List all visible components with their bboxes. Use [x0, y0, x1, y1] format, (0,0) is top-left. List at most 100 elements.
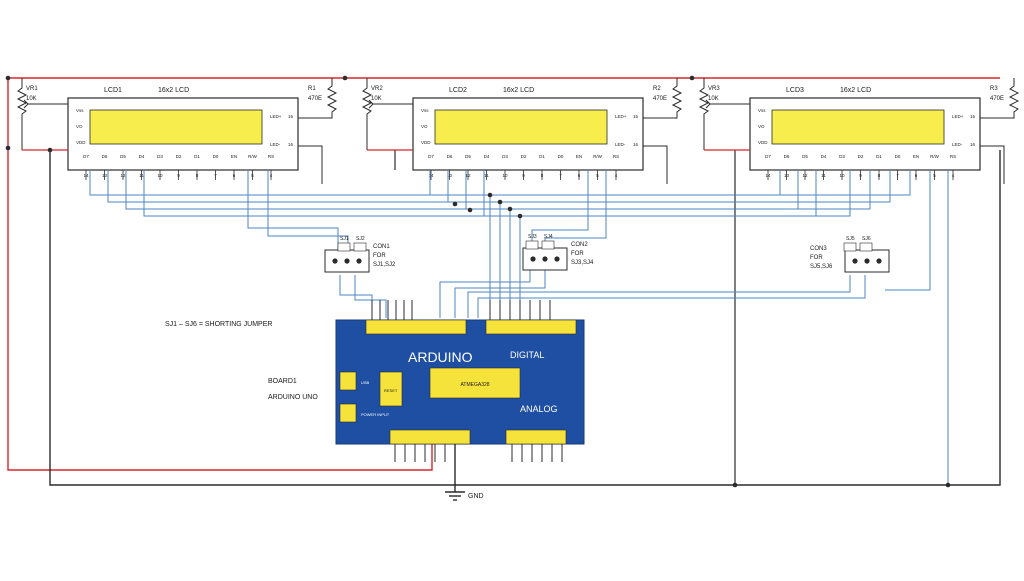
resistor-label: R1 — [308, 86, 316, 92]
lcd-bottom-pin-8: EN — [913, 154, 919, 159]
lcd-side-pin-2: VDD — [76, 140, 86, 145]
lcd-bottom-pin-7: D0 — [213, 154, 219, 159]
lcd-bottom-pin-3: D4 — [821, 154, 827, 159]
lcd-side-pin-1: VO — [76, 124, 83, 129]
lcd-bottom-pin-9: R/W — [930, 154, 940, 159]
lcd-bottom-pin-10: RS — [950, 154, 956, 159]
lcd-side-pin-2: VDD — [421, 140, 431, 145]
lcd-bottom-pin-1: D6 — [447, 154, 453, 159]
lcd-side-pin-1: VO — [421, 124, 428, 129]
lcd-right-pin-1: LED- — [952, 142, 963, 147]
pot-zigzag — [698, 78, 710, 150]
lcd-right-num-1: 16 — [288, 142, 294, 147]
resistor-r3: R3 470E — [980, 78, 1020, 184]
connector-pin — [554, 256, 560, 262]
resistor-label: R3 — [990, 86, 998, 92]
lcd-id-label: LCD3 — [786, 87, 804, 94]
lcd-right-num-1: 16 — [970, 142, 976, 147]
led-minus-wire — [980, 145, 1005, 184]
power-header — [389, 429, 471, 445]
connector-desc-for: FOR — [810, 255, 823, 261]
connector-desc-jumpers: SJ3,SJ4 — [571, 260, 594, 266]
lcd-bottom-pin-5: D2 — [176, 154, 182, 159]
lcd-bottom-pin-0: D7 — [765, 154, 771, 159]
jumper-sj3 — [525, 240, 539, 250]
lcd-bottom-pin-9: R/W — [248, 154, 258, 159]
board-title: ARDUINO — [408, 349, 473, 365]
lcd-bottom-pin-4: D3 — [839, 154, 845, 159]
connector-name: CON3 — [810, 246, 827, 252]
digital-label: DIGITAL — [510, 350, 544, 360]
lcd-side-pin-1: VO — [758, 124, 765, 129]
lcd-bottom-pin-7: D0 — [895, 154, 901, 159]
connector-pin — [344, 258, 350, 264]
lcd-right-pin-1: LED- — [615, 142, 626, 147]
lcd-bottom-pin-6: D1 — [876, 154, 882, 159]
lcd-bottom-pin-10: RS — [268, 154, 274, 159]
usb-jack — [339, 371, 357, 391]
lcd-bottom-pin-5: D2 — [858, 154, 864, 159]
lcd-screen — [434, 109, 608, 145]
resistor-value: 470E — [990, 96, 1004, 102]
jumper-label: SJ5 — [846, 236, 855, 242]
jumper-label: SJ1 — [340, 236, 349, 242]
connector-pin — [864, 258, 870, 264]
led-minus-wire — [643, 145, 668, 184]
lcd-bottom-pin-3: D4 — [484, 154, 490, 159]
connector-desc-jumpers: SJ5,SJ6 — [810, 264, 833, 270]
lcd-right-num-0: 15 — [970, 114, 976, 119]
digital-header-right — [485, 319, 577, 335]
data-bus — [89, 170, 949, 485]
resistor-value: 470E — [308, 96, 322, 102]
reset-label: RESET — [384, 388, 398, 393]
lcd-bottom-pin-7: D0 — [558, 154, 564, 159]
lcd-right-num-0: 15 — [288, 114, 294, 119]
jumper-sj2 — [353, 242, 367, 252]
lcd-right-num-0: 15 — [633, 114, 639, 119]
lcd-id-label: LCD1 — [104, 87, 122, 94]
board-model-label: ARDUINO UNO — [268, 394, 318, 401]
lcd-bottom-pin-2: D5 — [465, 154, 471, 159]
power-input-label: POWER INPUT — [361, 412, 390, 417]
resistor-label: R2 — [653, 86, 661, 92]
lcd-bottom-pin-1: D6 — [102, 154, 108, 159]
jumper-label: SJ3 — [528, 234, 537, 240]
pot-zigzag — [361, 78, 373, 150]
lcd-bottom-pin-6: D1 — [194, 154, 200, 159]
lcd-type-label: 16x2 LCD — [503, 87, 534, 94]
gnd-symbol — [445, 491, 465, 501]
pot-wiper — [368, 99, 413, 109]
connector-desc-jumpers: SJ1,SJ2 — [373, 262, 396, 268]
lcd-side-pin-2: VDD — [758, 140, 768, 145]
jumper-sj5 — [843, 242, 857, 252]
resistor-zigzag — [298, 78, 338, 119]
atmega-chip — [429, 367, 521, 399]
gnd-label: GND — [468, 493, 484, 500]
lcd-side-pin-0: Vss — [421, 108, 429, 113]
lcd-bottom-pin-8: EN — [231, 154, 237, 159]
connector-desc-for: FOR — [373, 253, 386, 259]
vr-value: 10K — [708, 96, 719, 102]
pot-wiper — [705, 99, 750, 109]
lcd-bottom-pin-0: D7 — [428, 154, 434, 159]
chip-label: ATMEGA328 — [460, 382, 489, 388]
lcd-screen — [771, 109, 945, 145]
lcd-bottom-pin-2: D5 — [802, 154, 808, 159]
lcd-bottom-pin-4: D3 — [502, 154, 508, 159]
resistor-r1: R1 470E — [298, 78, 338, 184]
pot-zigzag — [16, 78, 28, 150]
vr-label: VR1 — [26, 86, 38, 92]
lcd-bottom-pin-8: EN — [576, 154, 582, 159]
lcd-bottom-pin-9: R/W — [593, 154, 603, 159]
connector-pin — [852, 258, 858, 264]
